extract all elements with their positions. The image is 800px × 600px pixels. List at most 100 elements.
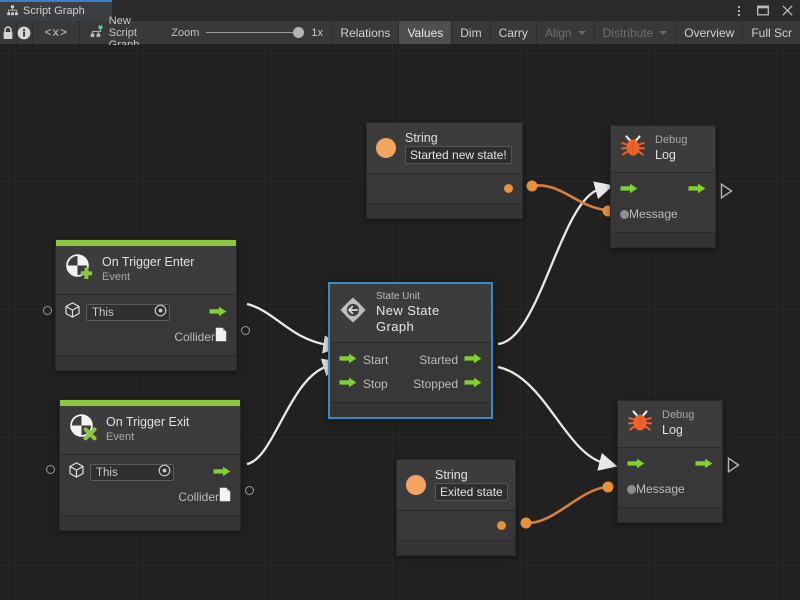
close-icon[interactable] [780, 4, 794, 18]
flow-input-port-start[interactable] [339, 351, 357, 369]
node-debug-log-bottom-subtitle: Log [662, 423, 683, 438]
toolbar-button-carry[interactable]: Carry [489, 21, 536, 44]
node-on-trigger-enter-subtitle: Event [102, 270, 131, 283]
node-state-unit-body: Start Started [330, 343, 491, 403]
kebab-menu-icon[interactable] [732, 4, 746, 18]
value-output-port[interactable] [497, 520, 506, 530]
chevron-down-icon [659, 30, 668, 35]
node-string-bottom-header: String Exited state [397, 460, 515, 512]
graph-canvas[interactable]: String Started new state! [0, 45, 800, 600]
node-debug-log-top-footer [611, 232, 715, 247]
node-on-trigger-enter[interactable]: On Trigger Enter Event This [55, 239, 237, 371]
node-debug-log-bottom-footer [618, 507, 722, 522]
zoom-slider-knob[interactable] [293, 27, 305, 38]
graph-toolbar: <x> New Script Graph Zoom 1x Relations [0, 15, 800, 51]
target-object-field[interactable]: This [86, 304, 170, 321]
collider-document-icon[interactable] [215, 327, 227, 347]
node-on-trigger-exit-input-terminal[interactable] [46, 465, 55, 474]
node-on-trigger-enter-input-terminal[interactable] [43, 306, 52, 315]
wire-state-stopped-to-debug-bottom [497, 365, 618, 471]
wire-trigger-enter-to-state-start [246, 302, 342, 354]
toolbar-button-values-label: Values [407, 25, 444, 40]
node-state-unit-output-stopped: Stopped [413, 377, 458, 392]
flow-output-port-stopped[interactable] [464, 375, 482, 393]
target-object-field[interactable]: This [90, 464, 174, 481]
flow-output-port[interactable] [209, 304, 227, 322]
string-value-input[interactable]: Exited state [435, 483, 508, 502]
zoom-value-label: 1x [311, 26, 324, 39]
node-on-trigger-exit-collider-terminal[interactable] [245, 486, 254, 495]
wire-string-bottom-to-message [525, 485, 608, 525]
node-debug-log-top-body: Message [611, 173, 715, 232]
toolbar-button-dim[interactable]: Dim [451, 21, 489, 44]
node-state-unit-subtitle: New State Graph [376, 303, 440, 334]
lock-icon[interactable] [0, 21, 17, 44]
info-icon[interactable] [17, 21, 34, 44]
node-on-trigger-enter-collider-terminal[interactable] [241, 326, 250, 335]
node-state-unit-footer [330, 402, 491, 418]
toolbar-button-fullscreen[interactable]: Full Scr [742, 21, 800, 44]
flow-output-port[interactable] [688, 181, 706, 199]
window-controls [732, 0, 794, 21]
flow-output-terminal-top[interactable] [720, 183, 733, 199]
wire-endpoint-dot [520, 517, 532, 529]
flow-output-port-started[interactable] [464, 351, 482, 369]
node-on-trigger-enter-collider-label: Collider [174, 330, 215, 344]
node-on-trigger-enter-title: On Trigger Enter [102, 255, 195, 270]
node-debug-log-top[interactable]: Debug Log [610, 125, 716, 248]
node-string-bottom[interactable]: String Exited state [396, 459, 516, 557]
flow-output-port[interactable] [695, 456, 713, 474]
flow-output-terminal-bottom[interactable] [727, 457, 740, 473]
value-output-port[interactable] [504, 183, 513, 193]
node-on-trigger-enter-header: On Trigger Enter Event [56, 246, 236, 295]
flow-input-port[interactable] [627, 456, 645, 474]
state-unit-icon [339, 296, 367, 329]
message-input-port[interactable] [620, 209, 629, 219]
flow-input-port-stop[interactable] [339, 375, 357, 393]
toolbar-button-distribute-label: Distribute [602, 25, 654, 40]
node-string-bottom-footer [397, 540, 515, 556]
object-picker-icon[interactable] [158, 464, 171, 482]
node-debug-log-top-header: Debug Log [611, 126, 715, 173]
event-exit-icon [69, 413, 97, 446]
wire-string-top-to-message [531, 184, 608, 212]
toolbar-button-relations[interactable]: Relations [331, 21, 398, 44]
toolbar-button-fullscreen-label: Full Scr [751, 25, 792, 40]
flow-input-port[interactable] [620, 181, 638, 199]
string-value-input[interactable]: Started new state! [405, 146, 512, 165]
toolbar-button-overview[interactable]: Overview [675, 21, 742, 44]
wire-endpoint-dot [602, 481, 614, 493]
target-object-value: This [96, 466, 118, 479]
node-state-unit[interactable]: State Unit New State Graph Start [329, 283, 492, 419]
tab-script-graph[interactable]: Script Graph [0, 0, 112, 21]
maximize-icon[interactable] [756, 4, 770, 18]
object-picker-icon[interactable] [154, 304, 167, 322]
zoom-control[interactable]: Zoom 1x [165, 21, 331, 44]
flow-output-port[interactable] [213, 464, 231, 482]
bug-icon [620, 133, 646, 164]
zoom-slider[interactable] [206, 27, 305, 39]
gameobject-cube-icon [69, 462, 84, 483]
wire-trigger-exit-to-state-stop [246, 358, 342, 466]
graph-name-field[interactable]: New Script Graph [80, 15, 165, 51]
toolbar-button-values[interactable]: Values [398, 21, 452, 44]
bug-icon [627, 408, 653, 439]
toolbar-button-relations-label: Relations [340, 25, 391, 40]
message-input-port[interactable] [627, 484, 636, 494]
node-string-top[interactable]: String Started new state! [366, 122, 523, 220]
string-value-icon [376, 137, 396, 158]
node-debug-log-bottom-message-label: Message [636, 482, 685, 496]
toolbar-button-align[interactable]: Align [535, 21, 594, 44]
node-on-trigger-exit[interactable]: On Trigger Exit Event This [59, 399, 241, 531]
node-state-unit-title: State Unit [376, 291, 420, 302]
code-view-button[interactable]: <x> [33, 21, 80, 44]
chevron-down-icon [577, 30, 586, 35]
node-debug-log-bottom-header: Debug Log [618, 401, 722, 448]
toolbar-button-dim-label: Dim [460, 25, 482, 40]
collider-document-icon[interactable] [219, 487, 231, 507]
node-on-trigger-exit-footer [60, 515, 240, 530]
node-debug-log-bottom[interactable]: Debug Log [617, 400, 723, 523]
toolbar-button-distribute[interactable]: Distribute [593, 21, 676, 44]
gameobject-cube-icon [65, 302, 80, 323]
